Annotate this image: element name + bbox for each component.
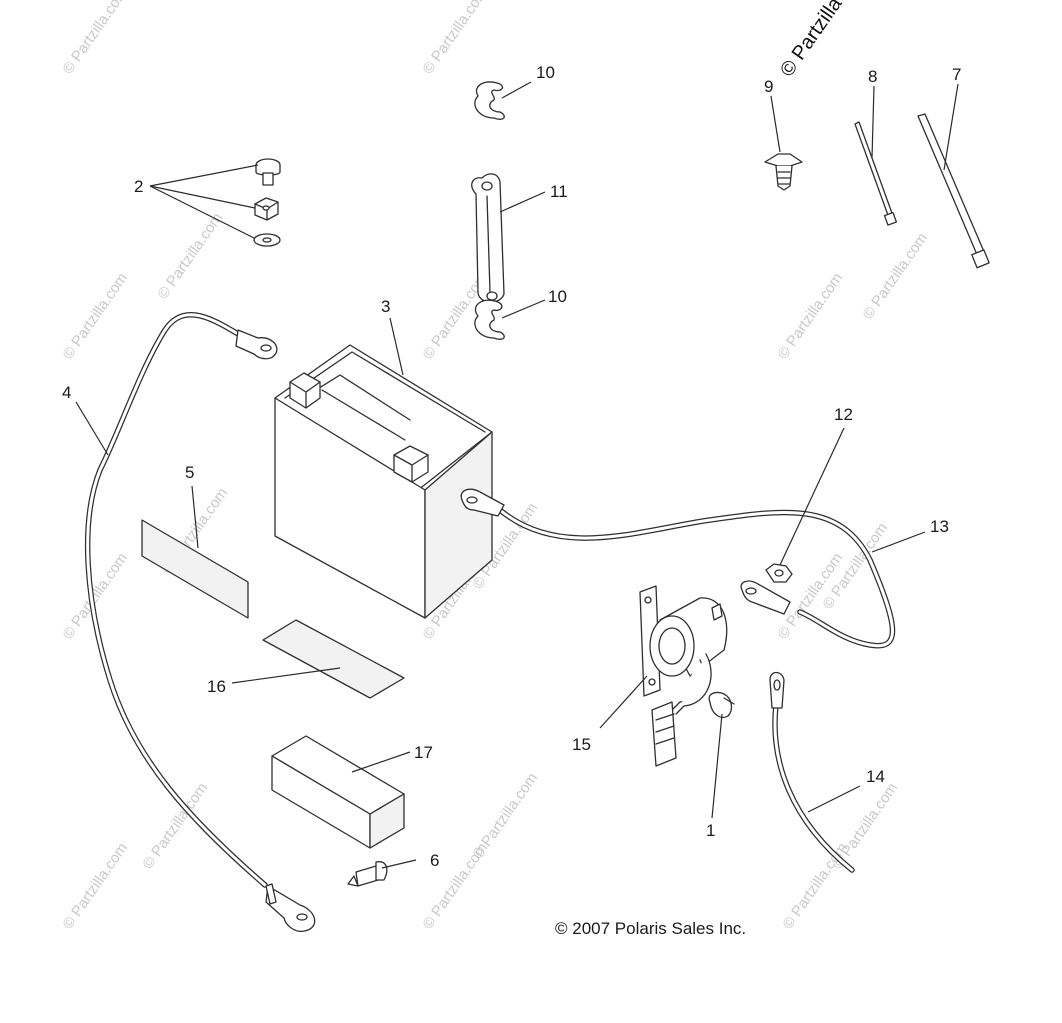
part-8-cable-tie [854,121,898,226]
leader-lines [75,81,959,869]
watermark: © Partzilla.com [59,270,131,363]
watermark: © Partzilla.com [469,770,541,863]
part-6-screw [347,861,388,887]
part-12-nut [765,563,793,583]
callout-9: 9 [764,77,773,96]
part-10-clip-top [474,81,505,120]
part-9-rivet [764,153,803,191]
watermark: © Partzilla.com [419,0,491,77]
callout-13: 13 [930,517,949,536]
part-1-bolt [708,691,735,719]
watermark: © Partzilla.com [59,840,131,933]
callout-3: 3 [381,297,390,316]
callout-labels: 2 3 4 5 10 11 10 9 8 7 12 13 16 17 6 15 … [62,63,961,870]
callout-4: 4 [62,383,71,402]
callout-16: 16 [207,677,226,696]
part-4-cable [84,311,316,932]
part-10-clip-bottom [474,299,505,340]
callout-11: 11 [550,182,568,201]
callout-8: 8 [868,67,877,86]
part-16-label [262,619,405,699]
callout-17: 17 [414,743,433,762]
callout-5: 5 [185,463,194,482]
callout-7: 7 [952,65,961,84]
watermark: © Partzilla.com [859,230,931,323]
callout-10-bottom: 10 [548,287,567,306]
part-17-box [271,735,405,849]
part-3-battery [274,344,493,619]
corner-watermark: © Partzilla [776,0,847,81]
callout-6: 6 [430,851,439,870]
part-13-cable [460,488,896,649]
part-14-cable [769,671,855,873]
callout-2: 2 [134,177,143,196]
part-15-solenoid [639,585,728,767]
watermark: © Partzilla.com [154,210,226,303]
callout-14: 14 [866,767,885,786]
callout-15: 15 [572,735,591,754]
copyright-text: © 2007 Polaris Sales Inc. [555,919,746,938]
watermark: © Partzilla.com [59,0,131,77]
callout-12: 12 [834,405,853,424]
callout-10-top: 10 [536,63,555,82]
part-5-label [141,519,249,619]
part-2-hardware [253,158,281,247]
callout-1: 1 [706,821,715,840]
watermark: © Partzilla.com [774,270,846,363]
part-7-cable-tie [917,113,990,269]
